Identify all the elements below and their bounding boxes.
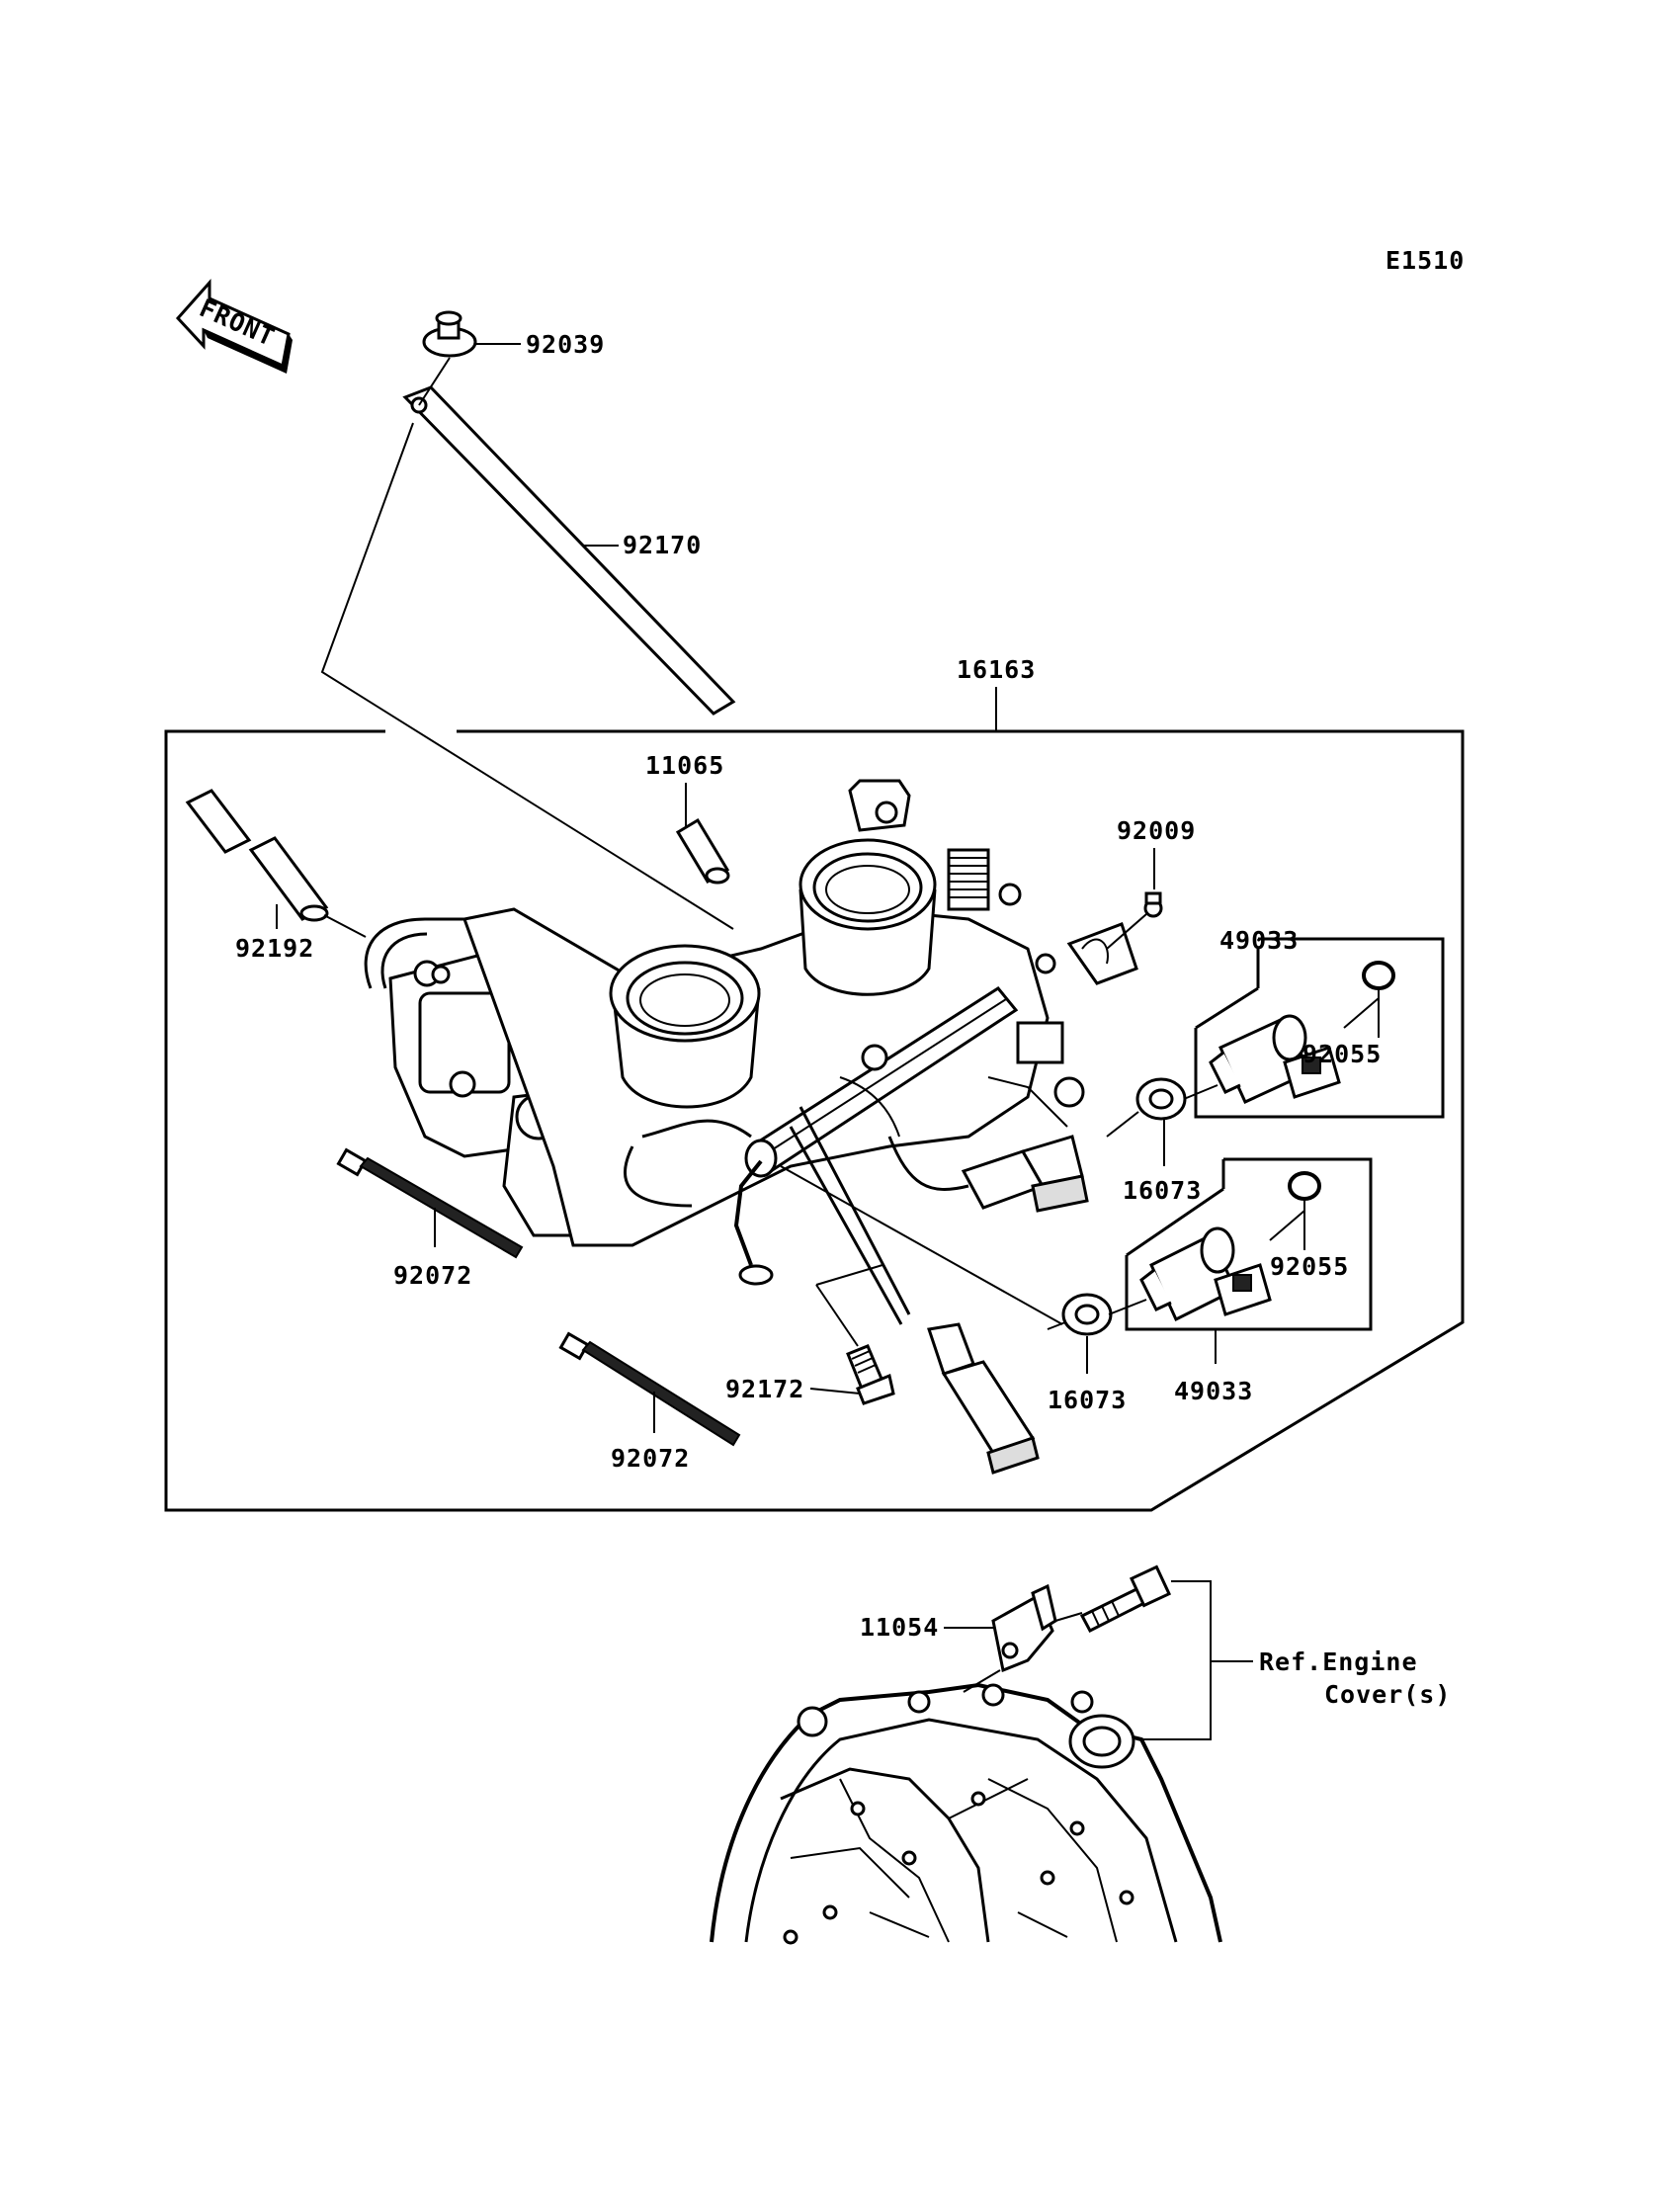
label-92055-top: 92055 — [1302, 1040, 1382, 1068]
label-11065: 11065 — [645, 751, 724, 780]
label-92192: 92192 — [235, 934, 314, 963]
strap-92170 — [402, 385, 736, 716]
label-16163: 16163 — [957, 655, 1036, 684]
seal-16073-bottom — [1061, 1293, 1113, 1336]
label-92072-left: 92072 — [393, 1261, 472, 1290]
label-92170: 92170 — [623, 531, 702, 559]
clip-92009 — [1066, 891, 1163, 985]
seal-16073-top — [1135, 1077, 1187, 1121]
bracket-11054 — [991, 1583, 1057, 1673]
label-49033-bottom: 49033 — [1174, 1377, 1253, 1405]
assembly-boundary — [164, 729, 1465, 1512]
label-92055-bottom: 92055 — [1270, 1252, 1349, 1281]
injector-49033-top — [1209, 1014, 1341, 1104]
hose-92192 — [185, 789, 329, 922]
screw-92172 — [846, 1344, 895, 1405]
cable-tie-92072-bottom — [558, 1331, 741, 1447]
grommet-92039 — [422, 310, 477, 358]
cable-tie-92072-left — [336, 1147, 524, 1259]
dowel-11065 — [675, 817, 730, 885]
bolt — [1079, 1564, 1172, 1634]
engine-cover — [710, 1682, 1222, 1945]
label-92172: 92172 — [725, 1375, 804, 1403]
throttle-body — [364, 779, 1089, 1475]
o-ring-92055-top — [1362, 961, 1395, 990]
label-92039: 92039 — [526, 330, 605, 359]
ref-engine-line2: Cover(s) — [1324, 1680, 1451, 1709]
label-16073-bottom: 16073 — [1048, 1386, 1127, 1414]
o-ring-92055-bottom — [1288, 1171, 1321, 1201]
label-92009: 92009 — [1117, 816, 1196, 845]
label-49033-top: 49033 — [1219, 926, 1299, 955]
injector-49033-bottom — [1139, 1226, 1272, 1322]
label-16073-top: 16073 — [1123, 1176, 1202, 1205]
diagram-code: E1510 — [1386, 246, 1465, 275]
front-arrow-icon: FRONT — [175, 279, 293, 374]
label-92072-bottom: 92072 — [611, 1444, 690, 1473]
ref-engine-line1: Ref.Engine — [1259, 1648, 1418, 1676]
label-11054: 11054 — [860, 1613, 939, 1642]
